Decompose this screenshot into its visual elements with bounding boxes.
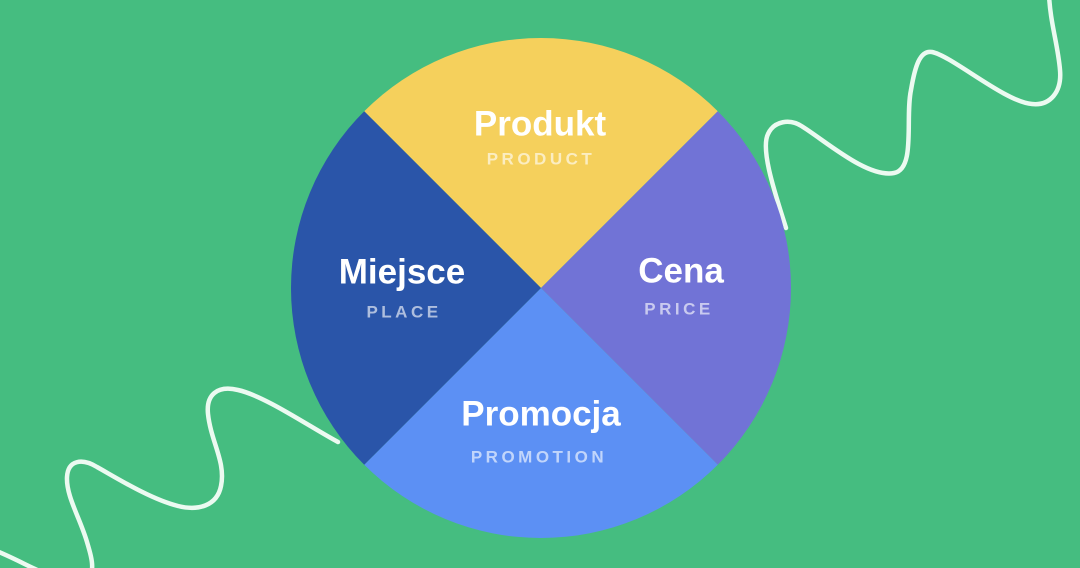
segment-promocja-sublabel: PROMOTION	[470, 447, 608, 467]
segment-cena-sublabel: PRICE	[644, 299, 714, 319]
wave-line-bottom-left-icon	[0, 386, 341, 568]
segment-cena-label: Cena	[638, 251, 724, 291]
quadrant-circle	[290, 37, 792, 539]
segment-promocja-label: Promocja	[461, 394, 621, 434]
segment-miejsce-label: Miejsce	[338, 252, 466, 292]
segment-miejsce-sublabel: PLACE	[366, 302, 442, 322]
segment-produkt-sublabel: PRODUCT	[486, 149, 596, 169]
segment-miejsce	[290, 111, 541, 465]
segment-promocja	[364, 288, 718, 539]
wave-line-top-right-icon	[763, 0, 1063, 231]
segment-produkt-label: Produkt	[473, 104, 607, 144]
segment-cena	[541, 111, 792, 465]
segment-produkt	[364, 37, 718, 288]
